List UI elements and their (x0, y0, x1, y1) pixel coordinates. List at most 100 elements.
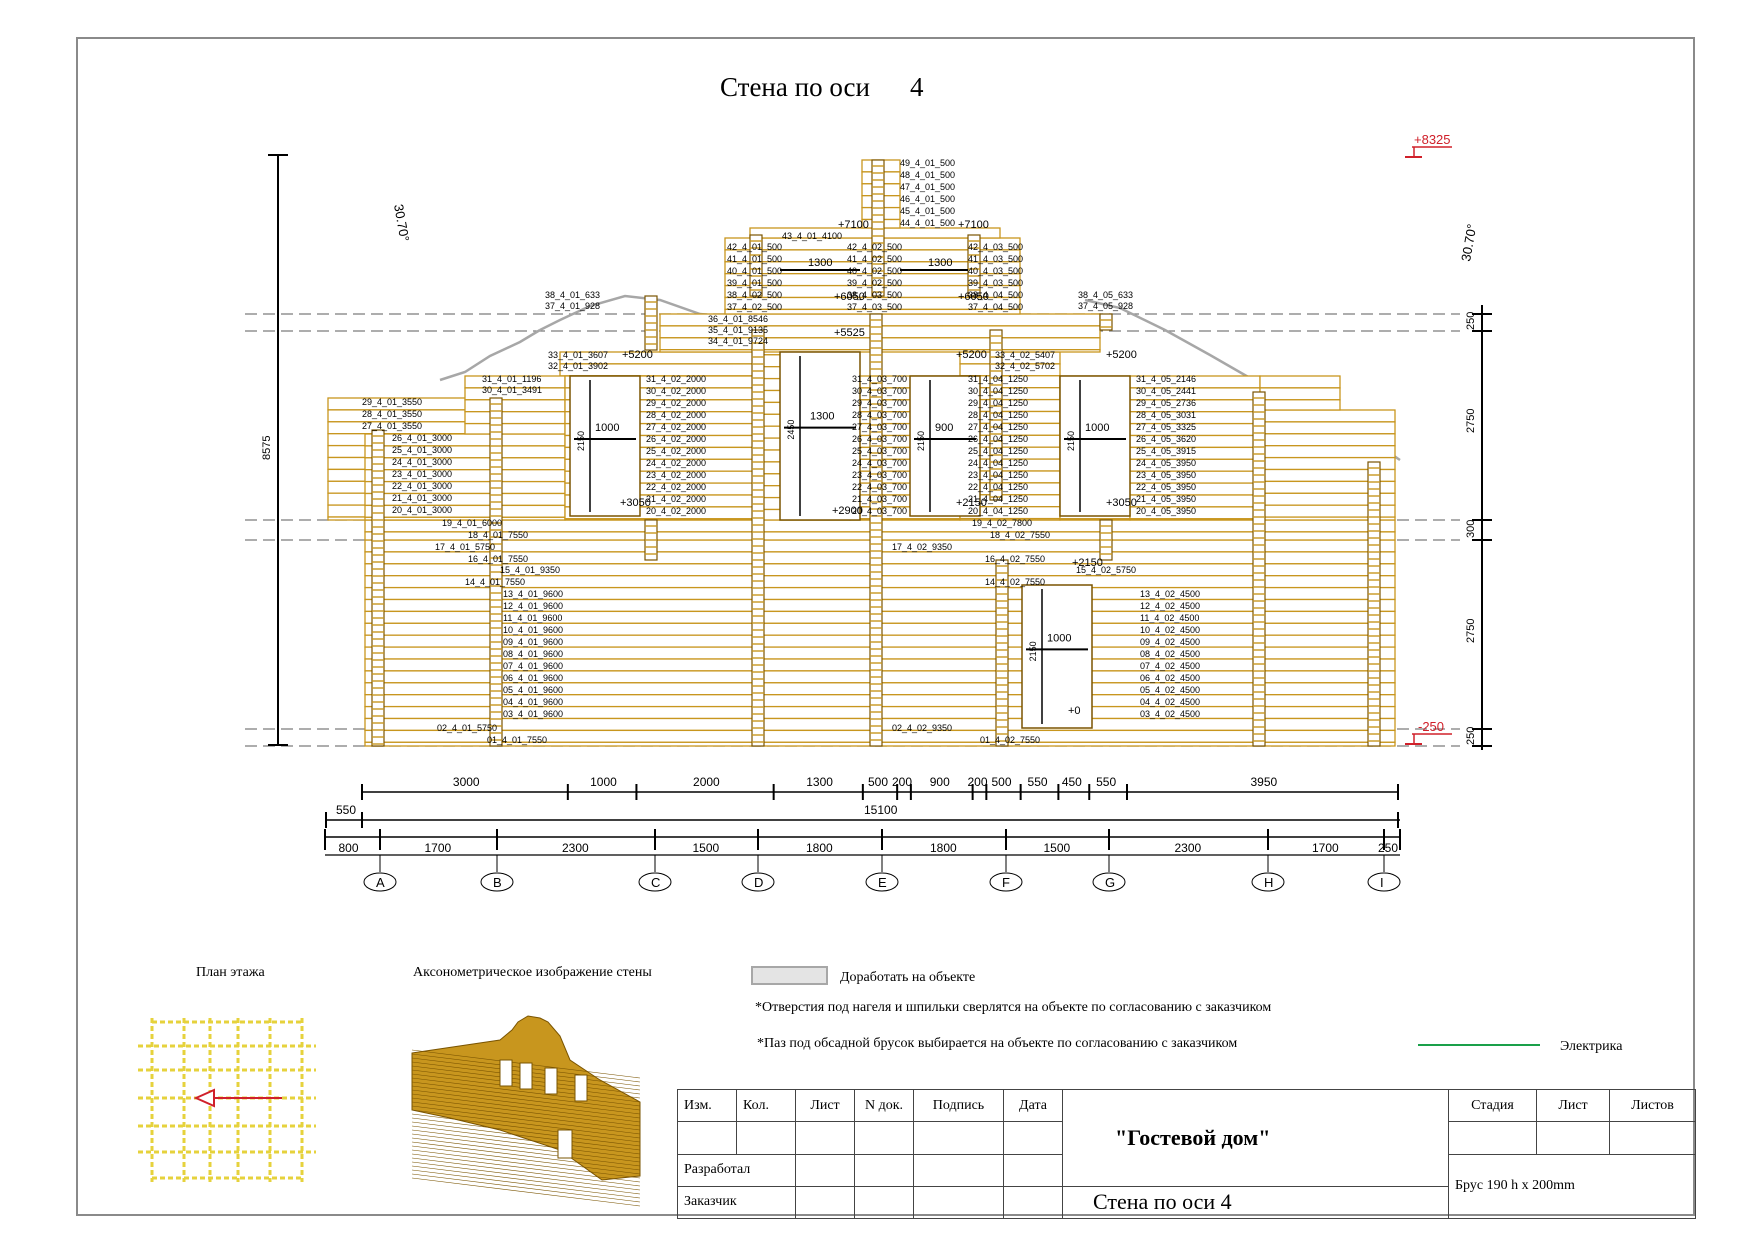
axonometric-wall (411, 1015, 641, 1207)
axo-grain (411, 1157, 641, 1187)
gable-right-label: 37_4_05_928 (1078, 301, 1133, 311)
far-right-log (1259, 433, 1396, 447)
chimney-log-label: 46_4_01_500 (900, 194, 955, 204)
tower-mid-label: 41_4_02_500 (847, 254, 902, 264)
axo-grain (411, 1077, 641, 1107)
axis-bubble-C (638, 872, 672, 892)
col-c-label: 30_4_02_2000 (646, 386, 706, 396)
col-c-label: 20_4_02_2000 (646, 506, 706, 516)
axo-window (519, 1062, 533, 1090)
far-right-label: 30_4_05_2441 (1136, 386, 1196, 396)
window2-height: 2450 (786, 420, 796, 440)
col-f-label: 20_4_04_1250 (968, 506, 1028, 516)
tower-right-label: 38_4_04_500 (968, 290, 1023, 300)
far-right-label: 28_4_05_3031 (1136, 410, 1196, 420)
far-right-label: 21_4_05_3950 (1136, 494, 1196, 504)
col-e-label: 29_4_03_700 (852, 398, 907, 408)
dim-row1-label: 3000 (453, 775, 480, 789)
post (749, 234, 763, 297)
dim-row1-label: 1000 (590, 775, 617, 789)
col-c-label: 28_4_02_2000 (646, 410, 706, 420)
far-left-label: 26_4_01_3000 (392, 433, 452, 443)
mid-band-label: 14_4_01_7550 (465, 577, 525, 587)
svg-text:+8325: +8325 (1414, 132, 1451, 147)
col-e-label: 28_4_03_700 (852, 410, 907, 420)
axo-grain (411, 1089, 641, 1119)
right-step-log (1259, 399, 1341, 411)
mid-band-right-label: 16_4_02_7550 (985, 554, 1045, 564)
elevation-level-label: +5200 (1106, 349, 1137, 361)
col-e-label: 20_4_03_700 (852, 506, 907, 516)
axis-label-A: A (376, 875, 385, 890)
mid-band-label: 15_4_01_9350 (500, 565, 560, 575)
axo-grain (411, 1081, 641, 1111)
window2-width: 1300 (810, 411, 834, 423)
axo-grain (411, 1109, 641, 1139)
chimney-log-label: 49_4_01_500 (900, 158, 955, 168)
tb-cell (1003, 1185, 1063, 1220)
col-c-label: 25_4_02_2000 (646, 446, 706, 456)
col-e-label: 24_4_03_700 (852, 458, 907, 468)
post (1367, 461, 1381, 747)
tb-razrab: Разработал (677, 1153, 796, 1187)
elevation-level-label: +6050 (834, 291, 865, 303)
mid-band-right-label: 14_4_02_7550 (985, 577, 1045, 587)
far-left-label: 20_4_01_3000 (392, 505, 452, 515)
sheet-name: Стена по оси 4 (1093, 1189, 1232, 1215)
tb-h-kol: Кол. (736, 1088, 796, 1123)
tb-sheet-name: Стена по оси 4 (1062, 1185, 1449, 1220)
far-right-label: 25_4_05_3915 (1136, 446, 1196, 456)
col-e-label: 30_4_03_700 (852, 386, 907, 396)
far-left-label: 21_4_01_3000 (392, 493, 452, 503)
lower-left-label: 06_4_01_9600 (503, 673, 563, 683)
mid-band-right-label: 17_4_02_9350 (892, 542, 952, 552)
far-left-label: 29_4_01_3550 (362, 397, 422, 407)
axo-grain (411, 1145, 641, 1175)
axo-grain (411, 1149, 641, 1179)
tower-right-label: 42_4_03_500 (968, 242, 1023, 252)
tb-list: Лист (1536, 1088, 1610, 1123)
tower-left-label: 37_4_02_500 (727, 302, 782, 312)
right-height-label: 2750 (1465, 619, 1477, 643)
chimney-log-label: 47_4_01_500 (900, 182, 955, 192)
angle-right: 30.70° (1458, 223, 1479, 263)
lower-left-label: 08_4_01_9600 (503, 649, 563, 659)
g-col-log (1059, 518, 1131, 521)
far-left-label: 27_4_01_3550 (362, 421, 422, 431)
dim-row1-label: 3950 (1250, 775, 1277, 789)
col-e-label: 23_4_03_700 (852, 470, 907, 480)
axo-grain (411, 1121, 641, 1151)
axis-label-C: C (651, 875, 660, 890)
left-upper-log (464, 399, 566, 413)
lower-right-label: 12_4_02_4500 (1140, 601, 1200, 611)
dim-row3-label: 800 (339, 841, 359, 855)
elevation-level-label: +5200 (956, 349, 987, 361)
right-upper-label: 32_4_02_5702 (995, 361, 1055, 371)
mid-band-label: 17_4_01_5750 (435, 542, 495, 552)
lower-right-label: 03_4_02_4500 (1140, 709, 1200, 719)
log-labels: 49_4_01_50048_4_01_50047_4_01_50046_4_01… (362, 158, 1200, 745)
chimney-log-label: 44_4_01_500 (900, 218, 955, 228)
mid-band-right-label: 18_4_02_7550 (990, 530, 1050, 540)
lower-right-label: 13_4_02_4500 (1140, 589, 1200, 599)
dim-row2-total: 15100 (864, 803, 898, 817)
col-f-label: 23_4_04_1250 (968, 470, 1028, 480)
right-height-label: 250 (1465, 312, 1477, 330)
top-gap-right: 1300 (928, 257, 952, 269)
level-marker-top: +8325 (1405, 132, 1452, 158)
far-right-label: 20_4_05_3950 (1136, 506, 1196, 516)
log-label-43: 43_4_01_4100 (782, 231, 842, 241)
tb-cell (795, 1153, 855, 1187)
mid-band-label: 16_4_01_7550 (468, 554, 528, 564)
col-c-label: 22_4_02_2000 (646, 482, 706, 492)
note-dowels: *Отверстия под нагеля и шпильки сверлятс… (755, 1000, 1271, 1015)
window4-width: 1000 (1085, 422, 1109, 434)
e-col-log (849, 518, 961, 521)
lower-left-label: 03_4_01_9600 (503, 709, 563, 719)
post (989, 329, 1003, 501)
right-upper-label: 33_4_02_5407 (995, 350, 1055, 360)
tb-cell (736, 1121, 796, 1155)
window3-height: 2150 (916, 431, 926, 451)
